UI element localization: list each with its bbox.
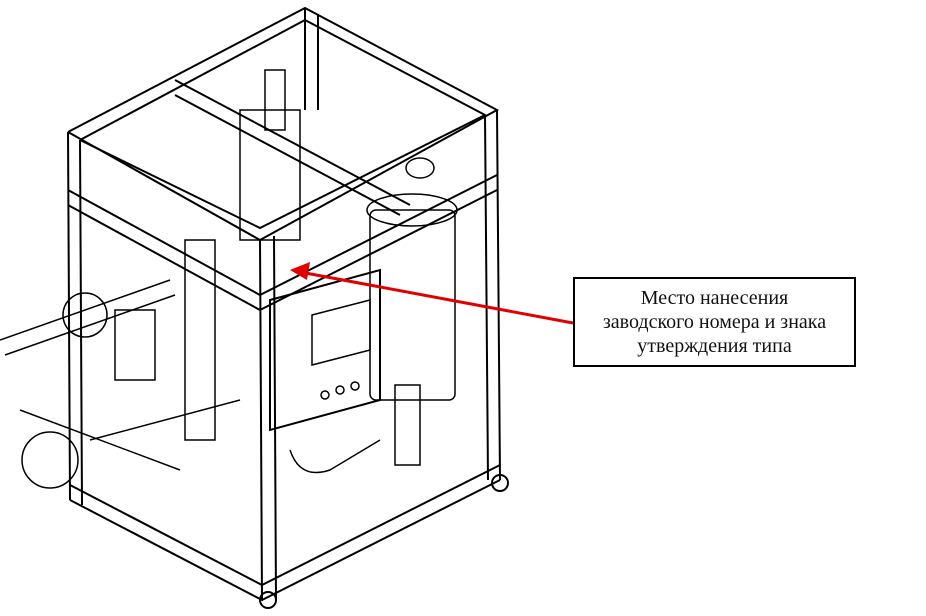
callout-line-3: утверждения типа bbox=[637, 335, 792, 357]
callout-line-2: заводского номера и знака bbox=[602, 311, 827, 333]
frame bbox=[67, 6, 509, 609]
callout-line-1: Место нанесения bbox=[640, 287, 789, 309]
serial-number-callout: Место нанесения заводского номера и знак… bbox=[573, 277, 856, 367]
callout-arrow bbox=[290, 262, 574, 325]
